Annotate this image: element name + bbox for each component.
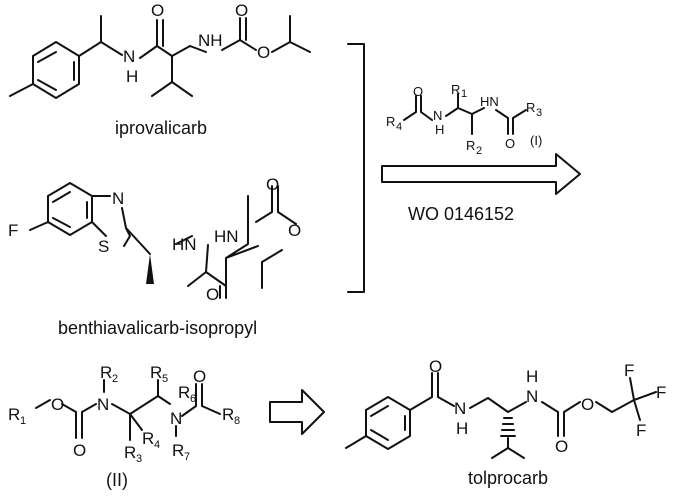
benthiavalicarb-atom-HN2: HN bbox=[214, 227, 239, 246]
formula-II-R1: R bbox=[8, 405, 20, 424]
formula-I-R2-sub: 2 bbox=[476, 145, 482, 157]
tolprocarb-atom-F2: F bbox=[656, 383, 666, 402]
tolprocarb-atom-H2: H bbox=[526, 367, 538, 386]
formula-I-R3: R bbox=[526, 100, 535, 115]
tolprocarb-isopropyl bbox=[491, 437, 525, 459]
benthiavalicarb-atom-HN: HN bbox=[172, 235, 197, 254]
formula-II-bonds bbox=[35, 379, 221, 441]
formula-I-O2: O bbox=[505, 136, 515, 151]
formula-I-R2: R bbox=[466, 138, 475, 153]
tolprocarb-atom-O3: O bbox=[581, 395, 594, 414]
formula-II-R3: R bbox=[124, 443, 136, 462]
arrow-wo-0146152 bbox=[381, 153, 581, 195]
tolprocarb-bonds bbox=[345, 372, 657, 450]
formula-I-HN: HN bbox=[480, 94, 499, 109]
formula-II-R7: R bbox=[172, 441, 184, 460]
formula-I-R4: R bbox=[386, 114, 395, 129]
iprovalicarb-atom-NH: NH bbox=[198, 31, 223, 50]
formula-I-structure: R 4 O N H R 1 R 2 HN O R 3 (I) bbox=[386, 82, 542, 157]
tolprocarb-atom-N1: N bbox=[454, 399, 466, 418]
formula-II-N2: N bbox=[170, 409, 182, 428]
tolprocarb-hash-bond bbox=[500, 417, 516, 437]
iprovalicarb-atom-O3: O bbox=[257, 43, 270, 62]
benthiavalicarb-name: benthiavalicarb-isopropyl bbox=[58, 318, 257, 338]
iprovalicarb-atom-O2: O bbox=[235, 1, 248, 20]
formula-I-bonds bbox=[403, 93, 527, 135]
formula-II-label: (II) bbox=[106, 470, 128, 490]
formula-I-H1: H bbox=[435, 122, 444, 137]
benthiavalicarb-wedge bbox=[146, 254, 154, 284]
formula-II-O3: O bbox=[193, 367, 206, 386]
grouping-bracket bbox=[347, 43, 365, 293]
tolprocarb-atom-O1: O bbox=[429, 357, 442, 376]
iprovalicarb-atom-N1: N bbox=[123, 47, 135, 66]
iprovalicarb-structure: N H O NH O O iprovalicarb bbox=[9, 1, 311, 138]
benthiavalicarb-atom-O3: O bbox=[266, 175, 279, 194]
formula-II-R3-sub: 3 bbox=[136, 453, 142, 465]
iprovalicarb-atom-H1: H bbox=[126, 67, 138, 86]
formula-I-R1: R bbox=[451, 82, 460, 97]
benthiavalicarb-bonds bbox=[29, 182, 297, 299]
tolprocarb-atom-F3: F bbox=[636, 421, 646, 440]
formula-I-R3-sub: 3 bbox=[536, 107, 542, 119]
formula-II-R2: R bbox=[100, 363, 112, 382]
formula-II-O1: O bbox=[51, 395, 64, 414]
formula-I-R1-sub: 1 bbox=[461, 88, 467, 100]
tolprocarb-atom-H1: H bbox=[456, 419, 468, 438]
benthiavalicarb-atom-O2: O bbox=[288, 221, 301, 240]
formula-I-R4-sub: 4 bbox=[396, 121, 402, 133]
formula-II-R5: R bbox=[150, 363, 162, 382]
iprovalicarb-name: iprovalicarb bbox=[115, 118, 207, 138]
formula-II-R4-sub: 4 bbox=[154, 439, 160, 451]
benthiavalicarb-atom-S: S bbox=[98, 237, 109, 256]
formula-I-label: (I) bbox=[530, 133, 542, 148]
formula-II-R4: R bbox=[142, 429, 154, 448]
tolprocarb-atom-O2: O bbox=[555, 437, 568, 456]
benthiavalicarb-atom-F: F bbox=[8, 221, 18, 240]
formula-II-N1: N bbox=[97, 395, 109, 414]
tolprocarb-structure: O N H H N O O F F F tolprocarb bbox=[345, 357, 666, 488]
formula-II-R5-sub: 5 bbox=[162, 373, 168, 385]
formula-II-R7-sub: 7 bbox=[184, 451, 190, 463]
formula-II-R2-sub: 2 bbox=[112, 373, 118, 385]
formula-II-R8-sub: 8 bbox=[234, 415, 240, 427]
arrow-to-tolprocarb bbox=[269, 389, 325, 435]
benthiavalicarb-atom-N: N bbox=[112, 189, 124, 208]
tolprocarb-name: tolprocarb bbox=[468, 468, 548, 488]
formula-II-R6: R bbox=[178, 383, 190, 402]
formula-II-R1-sub: 1 bbox=[20, 415, 26, 427]
formula-I-N1: N bbox=[433, 108, 442, 123]
formula-II-O2: O bbox=[73, 441, 86, 460]
benthiavalicarb-atom-O1: O bbox=[206, 285, 219, 304]
formula-II-R6-sub: 6 bbox=[190, 393, 196, 405]
arrow-wo-label: WO 0146152 bbox=[408, 204, 514, 224]
formula-I-O1: O bbox=[413, 84, 423, 99]
tolprocarb-atom-F1: F bbox=[624, 361, 634, 380]
tolprocarb-atom-N2: N bbox=[526, 387, 538, 406]
formula-II-R8: R bbox=[222, 405, 234, 424]
iprovalicarb-atom-O1: O bbox=[151, 1, 164, 20]
iprovalicarb-bonds bbox=[9, 15, 311, 99]
benthiavalicarb-structure: F N S HN O HN O O benthiavalicarb-isopro… bbox=[8, 175, 301, 338]
formula-II-structure: R 1 O O N R 2 R 3 R 4 R 5 R 6 N R 7 O R … bbox=[8, 363, 240, 490]
